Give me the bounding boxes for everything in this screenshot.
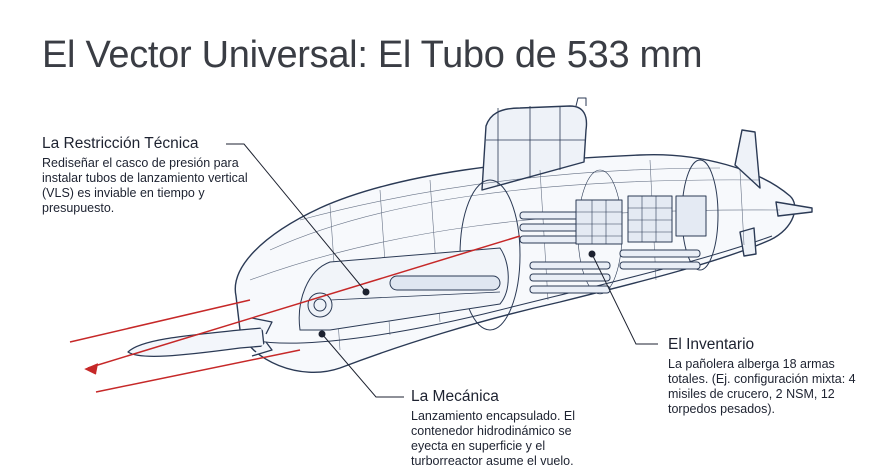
ejected-missile-canister <box>127 317 273 358</box>
callout-inventario: El Inventario La pañolera alberga 18 arm… <box>668 336 858 417</box>
launch-vector-arrows <box>69 235 521 393</box>
launch-tube <box>389 275 501 291</box>
page-title: El Vector Universal: El Tubo de 533 mm <box>42 34 703 76</box>
callout-body: Lanzamiento encapsulado. El contenedor h… <box>411 409 576 468</box>
leader-inventario <box>591 253 658 345</box>
leader-restriccion <box>226 143 367 293</box>
callout-body: Rediseñar el casco de presión para insta… <box>42 156 248 215</box>
stern-plane <box>775 201 813 217</box>
callout-heading: La Restricción Técnica <box>42 135 199 152</box>
callout-mecanica: La Mecánica Lanzamiento encapsulado. El … <box>411 388 611 469</box>
callout-heading: El Inventario <box>668 336 755 353</box>
leader-mecanica <box>321 333 404 398</box>
callout-heading: La Mecánica <box>411 388 499 405</box>
lower-fin <box>739 227 757 257</box>
callout-body: La pañolera alberga 18 armas totales. (E… <box>668 357 856 416</box>
upper-fin <box>734 129 761 189</box>
callout-restriccion-tecnica: La Restricción Técnica Rediseñar el casc… <box>42 135 278 216</box>
